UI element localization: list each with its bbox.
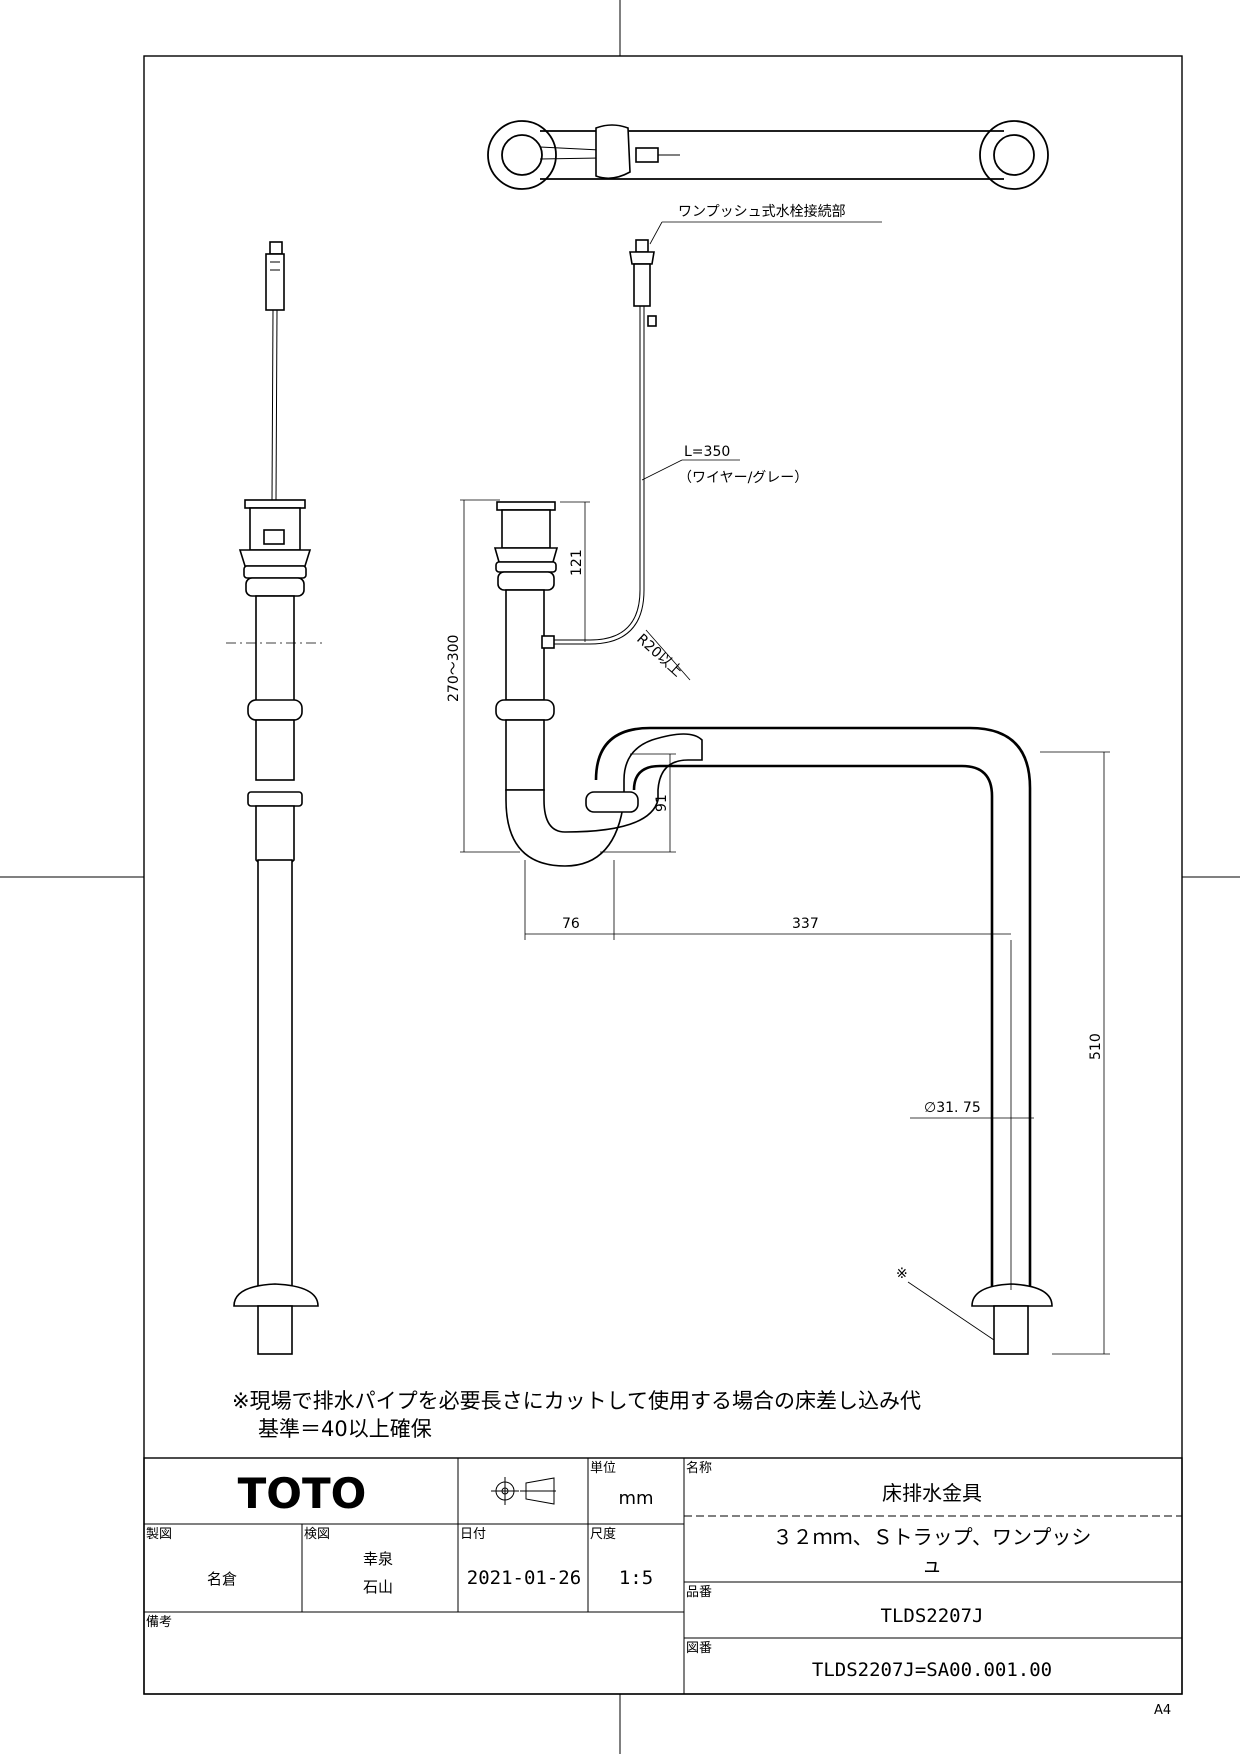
spec-line-1: ３２ｍｍ、Ｓトラップ、ワンプッシ: [773, 1525, 1092, 1549]
drawing-no-label: 図番: [686, 1641, 712, 1656]
connector-callout: ワンプッシュ式水栓接続部: [678, 203, 846, 220]
drawing-border: [143, 55, 1183, 1695]
spec-line-2: ュ: [922, 1553, 942, 1577]
height-range-label: 270～300: [446, 635, 462, 702]
drawn-label: 製図: [146, 1527, 172, 1542]
checked-value-1: 幸泉: [363, 1550, 393, 1568]
top-to-branch-label: 121: [569, 549, 585, 576]
trap-depth-label: 91: [654, 794, 670, 812]
date-label: 日付: [460, 1527, 486, 1542]
dimension-lines: [460, 221, 1110, 1355]
drawing-no-value: TLDS2207J=SA00.001.00: [812, 1659, 1052, 1681]
name-label: 名称: [686, 1460, 712, 1476]
top-view: [487, 120, 1049, 190]
drawn-value: 名倉: [207, 1570, 237, 1588]
vertical-run-label: 510: [1088, 1033, 1104, 1060]
note-line-1: ※現場で排水パイプを必要長さにカットして使用する場合の床差し込み代: [232, 1389, 921, 1413]
name-value: 床排水金具: [882, 1481, 982, 1505]
note-line-2: 基準＝40以上確保: [258, 1417, 432, 1441]
horizontal-run-label: 337: [792, 916, 819, 932]
side-view: [226, 241, 324, 1355]
pipe-diameter-label: ∅31. 75: [924, 1100, 981, 1116]
part-value: TLDS2207J: [881, 1605, 984, 1627]
checked-label: 検図: [304, 1527, 330, 1542]
scale-value: 1:5: [619, 1567, 653, 1589]
part-label: 品番: [686, 1585, 712, 1600]
radius-label: R20以上: [633, 631, 685, 680]
unit-value: mm: [618, 1488, 653, 1509]
scale-label: 尺度: [590, 1526, 616, 1542]
date-value: 2021-01-26: [467, 1567, 581, 1589]
unit-label: 単位: [590, 1460, 616, 1476]
front-view: [493, 239, 1053, 1355]
paper-size-label: A4: [1154, 1703, 1171, 1718]
remarks-label: 備考: [146, 1614, 172, 1630]
wire-desc-label: （ワイヤー/グレー）: [678, 470, 808, 486]
title-block: [143, 1457, 1183, 1695]
trap-offset-label: 76: [562, 916, 580, 932]
brand-logo: TOTO: [238, 1469, 367, 1518]
checked-value-2: 石山: [363, 1578, 393, 1596]
asterisk-label: ※: [896, 1266, 908, 1282]
wire-length-label: L=350: [684, 444, 730, 460]
